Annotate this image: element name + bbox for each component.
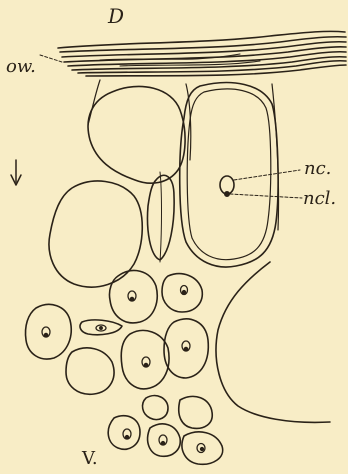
leader-nucleus: [234, 170, 300, 180]
cell-small-3: [25, 304, 71, 359]
cell-small-9: [108, 416, 140, 450]
cell-small-8: [143, 396, 168, 420]
cell-upper-left: [88, 86, 185, 183]
cell-lower-right-boundary: [216, 262, 330, 422]
down-arrow-icon: [11, 160, 21, 185]
leader-outer-wall: [40, 55, 62, 62]
cell-small-11: [179, 396, 213, 428]
nucleolus: [225, 192, 229, 196]
cell-small-1: [109, 271, 157, 323]
label-nucleolus: ncl.: [303, 190, 336, 208]
label-dorsal: D: [108, 6, 124, 26]
label-outer-wall: ow.: [6, 58, 36, 76]
cell-small-7: [66, 348, 114, 394]
label-nucleus: nc.: [304, 160, 331, 178]
cell-small-5: [121, 330, 169, 388]
cell-large-right-inner-wall: [187, 89, 271, 260]
leader-nucleolus: [230, 194, 302, 198]
label-ventral: V.: [82, 450, 98, 468]
cell-small-10: [148, 424, 181, 456]
outer-wall-layers: [58, 31, 346, 76]
